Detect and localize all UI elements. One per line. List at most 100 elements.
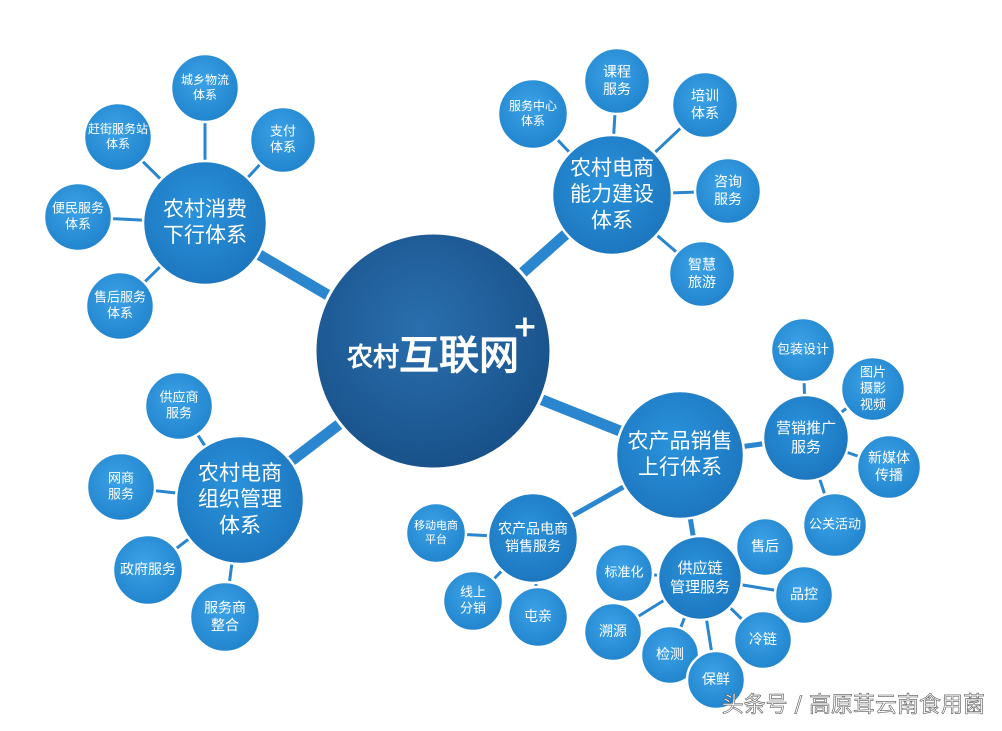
node-label-organization: 体系 xyxy=(219,513,261,537)
node-label-capacity: 体系 xyxy=(591,208,633,232)
node-label-organization: 组织管理 xyxy=(198,487,282,511)
node-quality-control: 品控 xyxy=(773,564,835,626)
node-label-photo-video: 视频 xyxy=(860,398,886,413)
node-label-consumption: 农村消费 xyxy=(163,197,247,221)
node-label-training: 体系 xyxy=(691,106,719,122)
node-label-urban-rural-logistics: 体系 xyxy=(193,88,217,102)
node-label-organization: 农村电商 xyxy=(198,461,282,485)
center-node: 农村互联网 + xyxy=(313,231,553,471)
node-circle-after-sales xyxy=(84,270,156,342)
node-label-supply-chain: 供应链 xyxy=(677,559,722,577)
node-circle-new-media xyxy=(855,433,923,501)
center-sup: + xyxy=(512,310,537,345)
node-label-standardization: 标准化 xyxy=(604,566,643,581)
node-circle-packaging-design xyxy=(769,316,837,384)
node-preservation: 保鲜 xyxy=(685,649,747,711)
node-label-pr-activity: 公关活动 xyxy=(809,518,861,533)
svg-text:农村互联网: 农村互联网 xyxy=(346,333,519,379)
node-label-online-merchant: 服务 xyxy=(108,487,134,503)
node-label-new-media: 新媒体 xyxy=(868,450,910,466)
node-circle-traceability xyxy=(582,601,644,663)
node-circle-standardization xyxy=(593,542,655,604)
node-circle-sales xyxy=(614,389,746,521)
node-label-training: 培训 xyxy=(691,88,719,104)
node-circle-smart-tourism xyxy=(667,239,737,309)
node-circle-consulting xyxy=(693,156,763,226)
node-inspection: 检测 xyxy=(639,624,701,686)
node-circle-street-station xyxy=(82,101,154,173)
node-label-sales: 农产品销售 xyxy=(628,429,733,453)
node-circle-urban-rural-logistics xyxy=(169,52,241,124)
node-label-service-provider-integration: 服务商 xyxy=(204,600,246,616)
node-label-convenience-service: 体系 xyxy=(65,218,91,233)
node-label-supplier-service: 服务 xyxy=(166,406,192,422)
node-circle-consumption xyxy=(141,159,269,287)
node-label-cold-chain: 冷链 xyxy=(749,632,777,648)
node-label-mobile-platform: 移动电商 xyxy=(414,518,458,532)
node-circle-training xyxy=(670,70,740,140)
node-label-course-service: 课程 xyxy=(603,64,631,80)
center-main: 互联网 xyxy=(399,333,519,379)
center-prefix: 农村 xyxy=(346,343,399,373)
node-circle-service-center xyxy=(496,77,570,151)
node-circle-preservation xyxy=(685,649,747,711)
node-label-payment: 支付 xyxy=(270,124,296,139)
node-label-mobile-platform: 平台 xyxy=(425,532,447,546)
node-label-smart-tourism: 旅游 xyxy=(688,275,716,291)
node-circle-cold-chain xyxy=(732,609,794,671)
node-circle-pr-activity xyxy=(801,491,869,559)
node-label-online-merchant: 网商 xyxy=(108,471,134,486)
node-label-capacity: 能力建设 xyxy=(570,182,654,206)
node-circle-payment xyxy=(248,105,318,175)
node-label-after-sale: 售后 xyxy=(751,539,779,555)
node-circle-convenience-service xyxy=(42,181,114,253)
node-label-consumption: 下行体系 xyxy=(163,223,247,247)
node-label-inspection: 检测 xyxy=(656,647,684,663)
node-standardization: 标准化 xyxy=(593,542,655,604)
node-label-consulting: 咨询 xyxy=(714,174,742,190)
node-label-online-distribution: 线上 xyxy=(460,585,486,600)
node-label-traceability: 溯源 xyxy=(599,624,627,640)
node-label-photo-video: 摄影 xyxy=(860,382,886,397)
node-circle-tunqin xyxy=(506,585,570,649)
node-after-sale: 售后 xyxy=(734,516,796,578)
node-label-service-provider-integration: 整合 xyxy=(211,618,239,634)
node-circle-course-service xyxy=(582,46,652,116)
node-packaging-design: 包装设计 xyxy=(769,316,837,384)
node-circle-quality-control xyxy=(773,564,835,626)
node-label-after-sales: 售后服务 xyxy=(94,289,146,305)
node-label-marketing: 服务 xyxy=(791,438,821,456)
node-label-supply-chain: 管理服务 xyxy=(670,578,730,596)
node-government-service: 政府服务 xyxy=(111,533,185,607)
node-cold-chain: 冷链 xyxy=(732,609,794,671)
node-traceability: 溯源 xyxy=(582,601,644,663)
node-label-quality-control: 品控 xyxy=(790,587,818,603)
node-label-preservation: 保鲜 xyxy=(702,672,730,688)
node-label-tunqin: 屯亲 xyxy=(524,609,552,625)
node-label-payment: 体系 xyxy=(270,141,296,156)
node-circle-after-sale xyxy=(734,516,796,578)
node-label-service-center: 体系 xyxy=(521,114,545,128)
node-circle-online-distribution xyxy=(441,569,505,633)
node-label-consulting: 服务 xyxy=(714,192,742,208)
